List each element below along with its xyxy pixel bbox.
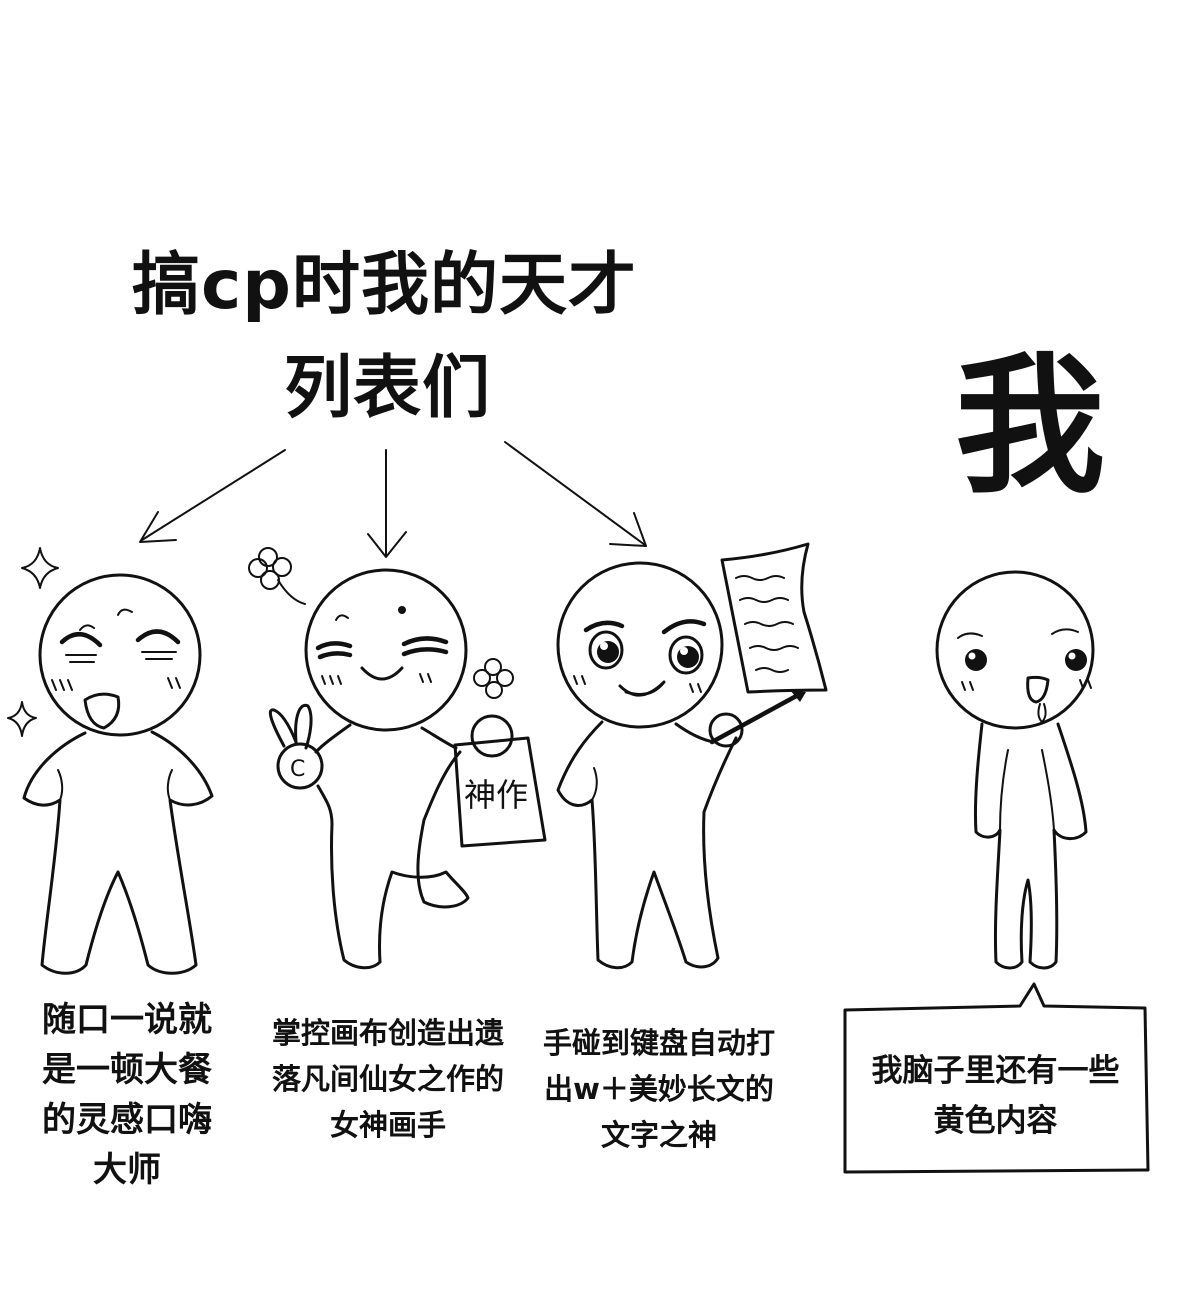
- right-closed-eye: [401, 636, 449, 657]
- masterpiece-sign: 神作: [453, 714, 547, 848]
- body: [22, 730, 214, 975]
- speech-bubble-text: 我脑子里还有一些 黄色内容: [848, 1046, 1143, 1146]
- head: [304, 568, 468, 732]
- smile-mouth: [360, 666, 404, 681]
- right-eyebrow: [661, 619, 707, 635]
- title-line-1: 搞cp时我的天才: [132, 246, 637, 325]
- figure-4-me: [935, 570, 1095, 970]
- smirk-mouth: [618, 680, 666, 697]
- sign-text: 神作: [464, 776, 528, 814]
- caption-figure-2: 掌控画布创造出遗 落凡间仙女之作的 女神画手: [248, 1010, 528, 1148]
- body: [973, 722, 1088, 970]
- arrow-middle: [367, 449, 407, 558]
- left-closed-eye: [315, 641, 353, 660]
- left-eye: [588, 630, 624, 670]
- head: [556, 561, 724, 729]
- peace-sign-hand: C: [268, 703, 324, 790]
- head: [38, 573, 202, 737]
- sparkle-icon: [7, 547, 59, 737]
- caption-figure-1: 随口一说就 是一顿大餐 的灵感口嗨 大师: [22, 995, 232, 1195]
- caption-line: 手碰到键盘自动打: [542, 1026, 775, 1060]
- flower-icon: [248, 547, 306, 605]
- figure-3-writer: [556, 542, 828, 970]
- bubble-line: 我脑子里还有一些: [871, 1053, 1120, 1089]
- right-eye: [1065, 649, 1087, 671]
- pen-icon: [708, 690, 806, 748]
- title-line-2: 列表们: [284, 349, 492, 428]
- caption-line: 是一顿大餐: [42, 1050, 212, 1090]
- figure-2-painter: C 神作: [248, 547, 547, 970]
- open-mouth: [83, 692, 121, 730]
- caption-line: 文字之神: [600, 1118, 717, 1152]
- left-eyebrow: [583, 620, 625, 633]
- open-mouth: [1026, 675, 1050, 704]
- caption-figure-3: 手碰到键盘自动打 出w＋美妙长文的 文字之神: [528, 1020, 790, 1158]
- paper-sheet: [720, 542, 828, 694]
- caption-line: 的灵感口嗨: [42, 1100, 212, 1140]
- caption-line: 女神画手: [329, 1108, 446, 1142]
- right-closed-eye: [135, 629, 181, 645]
- speech-bubble: [843, 982, 1150, 1174]
- caption-line: 落凡间仙女之作的: [271, 1062, 504, 1096]
- head: [935, 570, 1095, 730]
- right-eye: [668, 635, 704, 675]
- flower-icon: [473, 658, 514, 699]
- hand-mark: C: [290, 757, 305, 782]
- bubble-line: 黄色内容: [933, 1103, 1058, 1139]
- caption-line: 掌控画布创造出遗: [271, 1016, 504, 1050]
- left-eye: [965, 649, 987, 671]
- caption-line: 随口一说就: [42, 1000, 212, 1040]
- body: [314, 723, 470, 970]
- figure-1-laughing: [7, 547, 214, 975]
- arrow-left: [139, 449, 286, 543]
- left-closed-eye: [59, 632, 103, 648]
- drool: [1037, 703, 1047, 723]
- arrow-right: [504, 441, 647, 547]
- caption-line: 出w＋美妙长文的: [544, 1072, 774, 1106]
- me-label: 我: [955, 340, 1106, 514]
- caption-line: 大师: [93, 1150, 161, 1190]
- body: [556, 720, 738, 970]
